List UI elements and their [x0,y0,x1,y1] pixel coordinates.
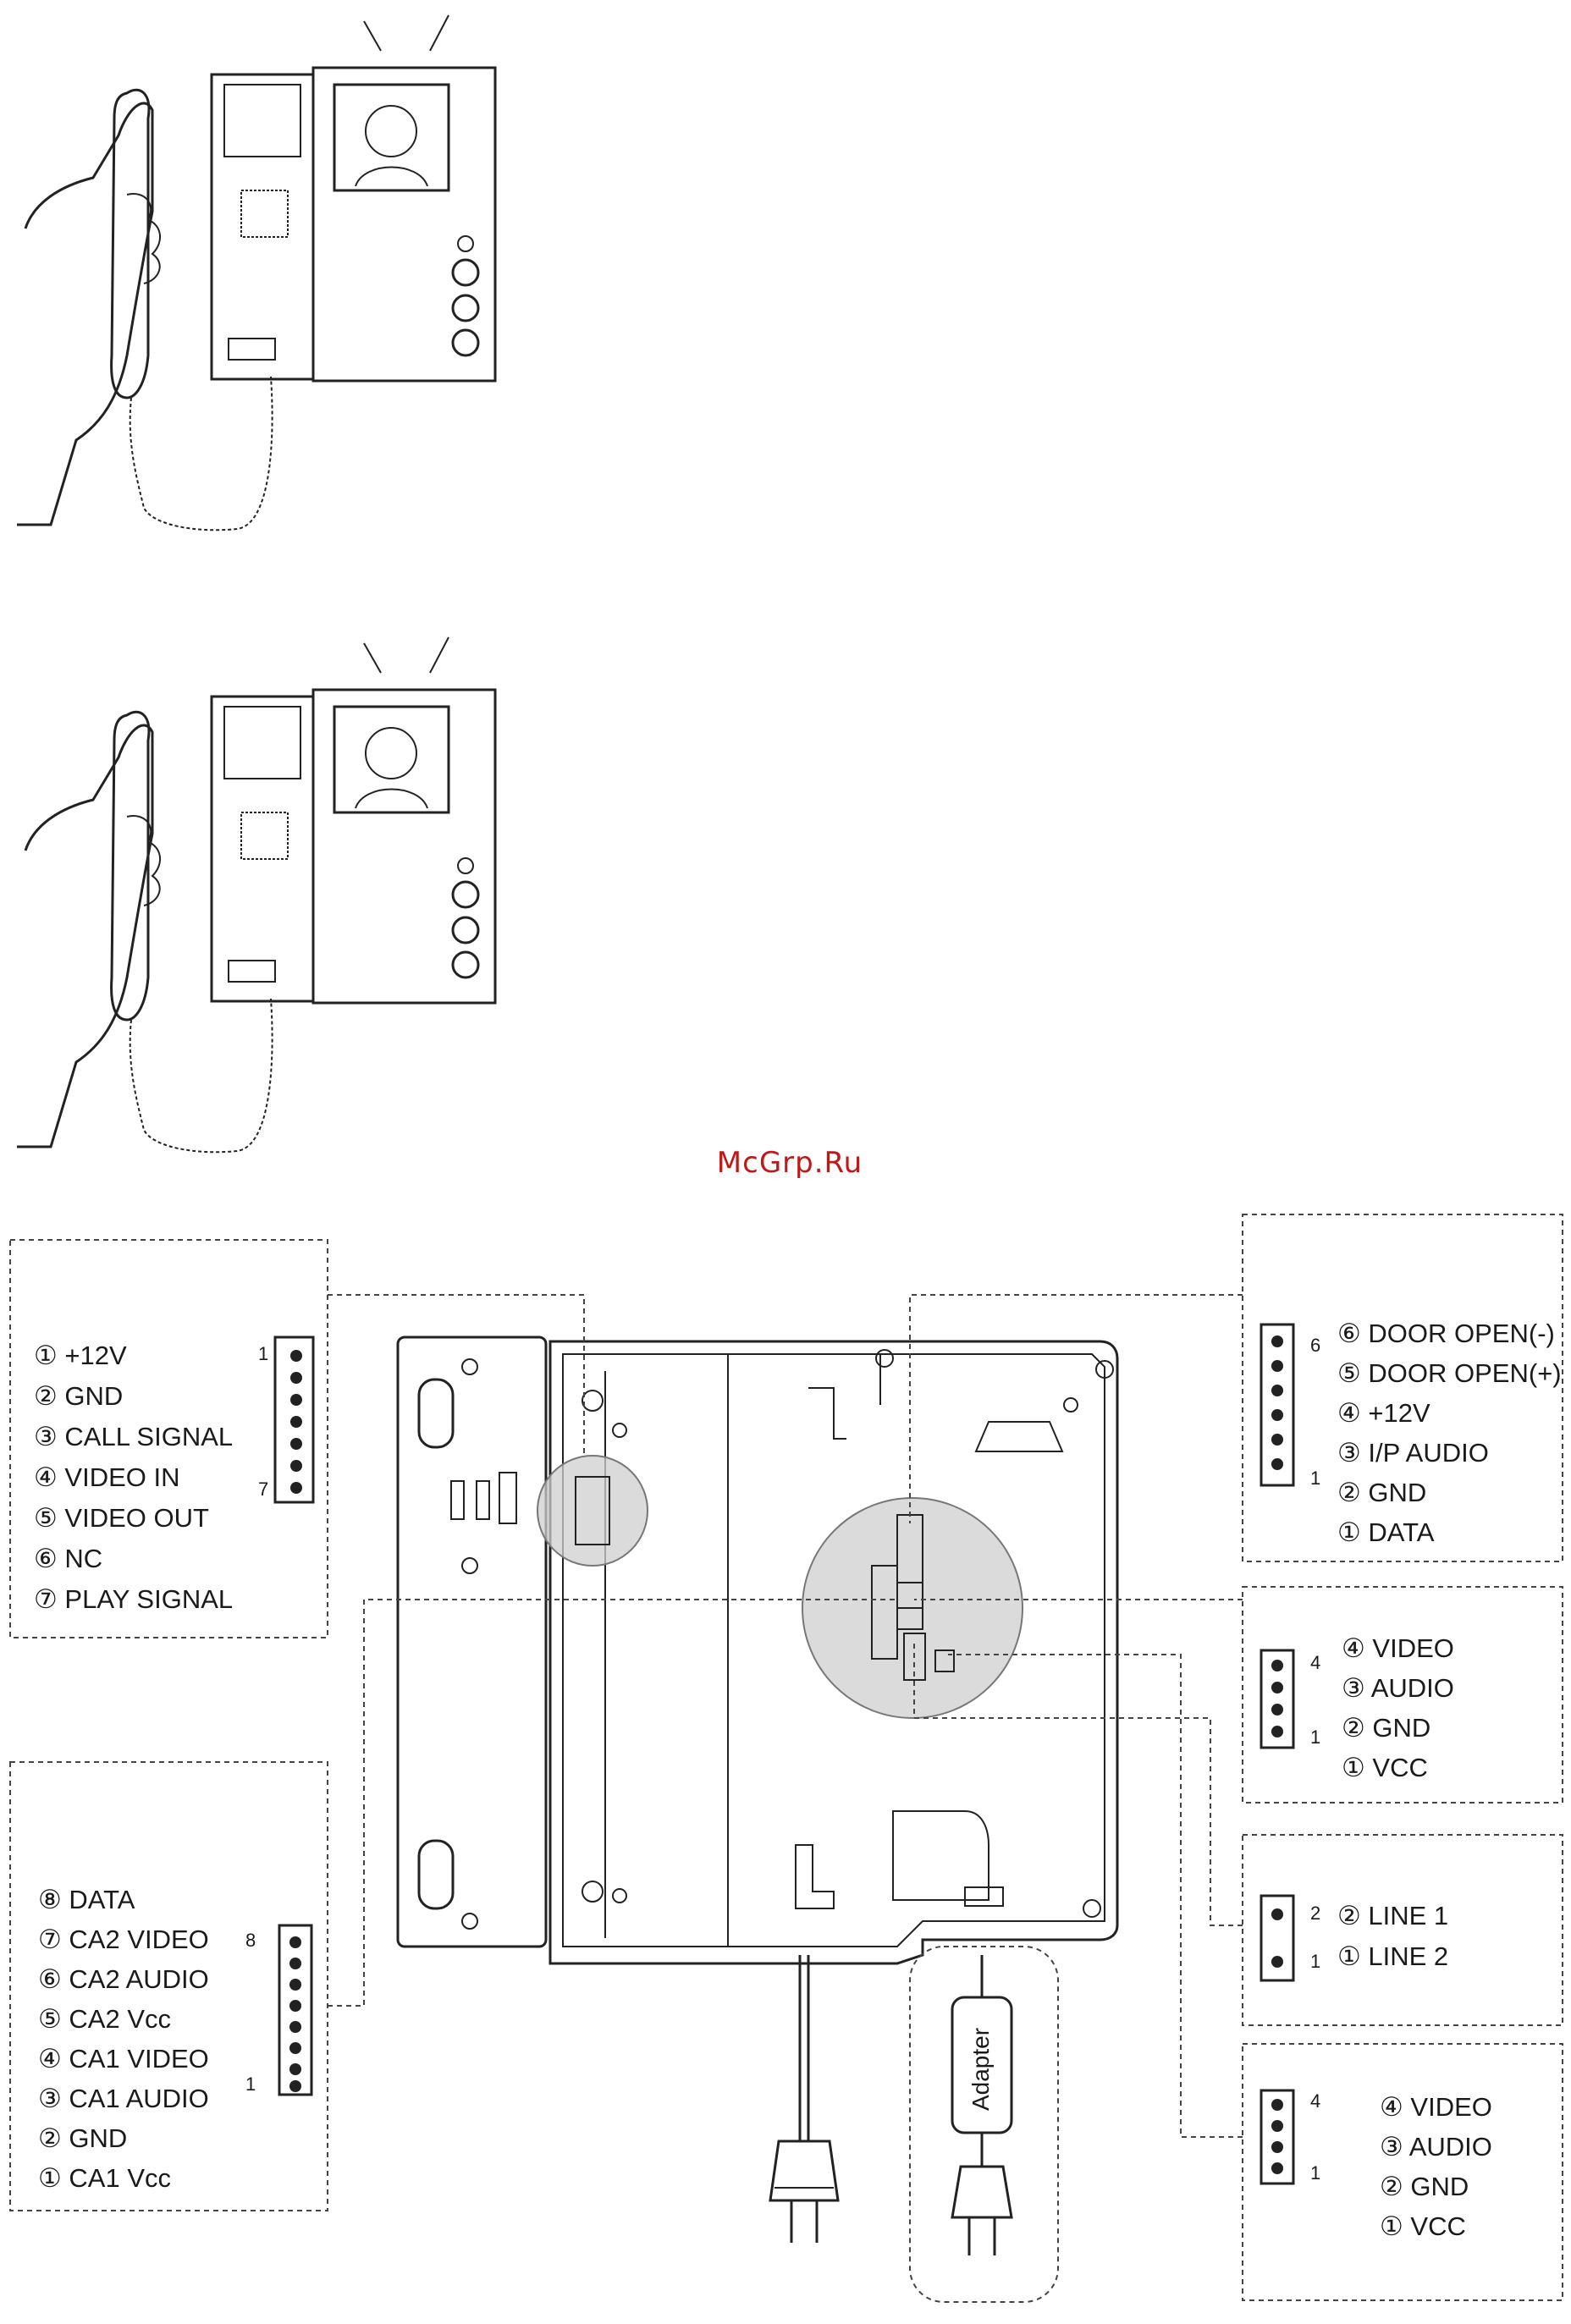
handset-illustration-1 [17,14,497,531]
monitor-screen [333,83,450,192]
pin-number: 1 [258,1343,268,1364]
pin-number: 4 [1310,1652,1320,1673]
pin-label: ③ AUDIO [1342,1673,1454,1703]
pin-label: ② GND [1380,2172,1469,2201]
monitor-button [451,328,480,357]
pin-label: ① +12V [34,1341,127,1370]
pin-number: 2 [1310,1903,1320,1924]
pin-label: ① DATA [1337,1517,1435,1547]
pin-label: ① CA1 Vcc [38,2163,171,2193]
pin-label: ② GND [38,2123,127,2153]
pin-number: 1 [1310,1468,1320,1489]
wall-bracket [396,1335,548,1948]
pin-number: 6 [1310,1335,1320,1356]
pin-number: 1 [1310,2162,1320,2184]
pin-label: ② GND [34,1381,123,1411]
pin-label: ④ VIDEO [1342,1633,1454,1663]
connector-box-right-door: 6 1 ⑥ DOOR OPEN(-) ⑤ DOOR OPEN(+) ④ +12V… [1242,1214,1563,1562]
monitor-button [451,294,480,322]
watermark: McGrp.Ru [717,1146,863,1180]
pin-label: ② GND [1337,1478,1426,1507]
pin-number: 1 [1310,1951,1320,1972]
pin-label: ④ +12V [1337,1398,1430,1428]
pin-label: ⑤ VIDEO OUT [34,1503,209,1533]
monitor-rear-view: Adapter [396,1335,1119,2303]
adapter-label: Adapter [967,2028,994,2111]
pin-label: ③ CA1 AUDIO [38,2084,209,2113]
leader-lines [328,1294,1243,2138]
pin-number: 1 [245,2073,256,2095]
hand-outline [17,102,154,526]
adapter-box [909,1946,1059,2303]
monitor-unit [311,66,497,383]
pin-label: ③ AUDIO [1380,2132,1492,2162]
connector-box-right-cam2: 4 1 ④ VIDEO ③ AUDIO ② GND ① VCC [1242,2043,1563,2301]
connector-box-left-bottom: 8 1 ⑧ DATA ⑦ CA2 VIDEO ⑥ CA2 AUDIO ⑤ CA2… [9,1761,328,2211]
connector-highlight [537,1455,648,1567]
connector-box-left-top: 1 7 ① +12V ② GND ③ CALL SIGNAL ④ VIDEO I… [9,1239,328,1638]
pin-number: 4 [1310,2090,1320,2112]
power-plug [769,2140,840,2202]
pin-label: ③ CALL SIGNAL [34,1422,233,1451]
pin-label: ⑦ CA2 VIDEO [38,1925,209,1954]
pin-label: ⑦ PLAY SIGNAL [34,1584,233,1614]
connector-box-right-cam1: 4 1 ④ VIDEO ③ AUDIO ② GND ① VCC [1242,1586,1563,1804]
pin-number: 1 [1310,1726,1320,1748]
adapter-plug [951,2165,1013,2219]
pin-label: ④ VIDEO [1380,2092,1492,2122]
pin-label: ⑤ DOOR OPEN(+) [1337,1358,1562,1388]
pin-label: ⑤ CA2 Vcc [38,2004,171,2034]
pin-label: ① LINE 2 [1337,1941,1448,1971]
pin-label: ① VCC [1380,2211,1466,2241]
pin-number: 8 [245,1930,256,1951]
monitor-body [548,1340,1119,1965]
pin-label: ⑧ DATA [38,1885,135,1914]
monitor-button [451,258,480,287]
pin-label: ② GND [1342,1713,1430,1743]
pin-label: ① VCC [1342,1753,1428,1782]
pin-label: ④ CA1 VIDEO [38,2044,209,2073]
handset [110,88,151,399]
coiled-cord [129,376,273,531]
connector-box-right-line: 2 1 ② LINE 1 ① LINE 2 [1242,1834,1563,2026]
base-unit [210,73,315,381]
pin-label: ⑥ DOOR OPEN(-) [1337,1319,1555,1348]
pin-label: ⑥ NC [34,1544,102,1573]
pin-label: ④ VIDEO IN [34,1462,179,1492]
pin-label: ⑥ CA2 AUDIO [38,1964,209,1994]
handset-illustration-2 [17,636,497,1154]
pin-number: 7 [258,1479,268,1500]
pin-label: ② LINE 1 [1337,1901,1448,1930]
pin-label: ③ I/P AUDIO [1337,1438,1489,1468]
